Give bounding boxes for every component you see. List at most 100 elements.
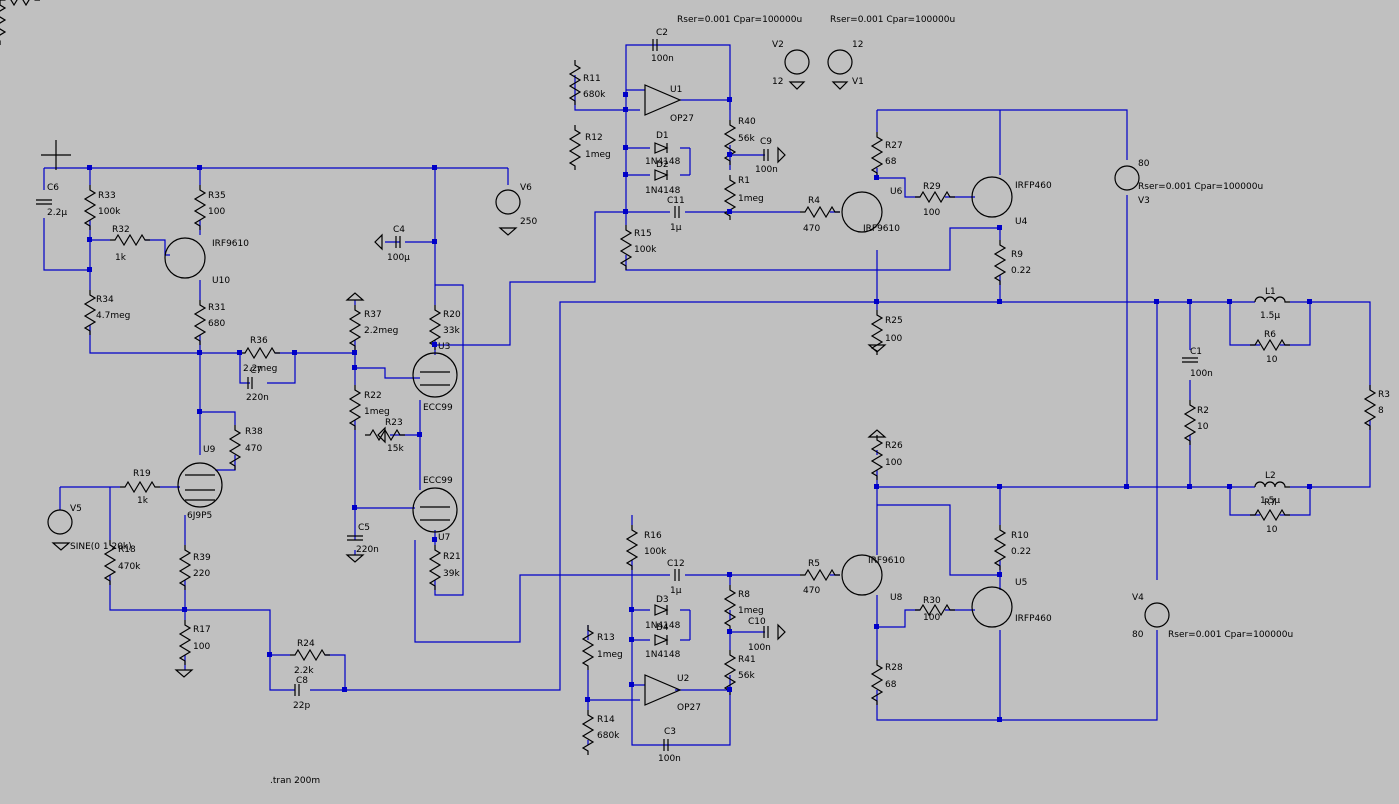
label-R11: R11 <box>583 74 601 84</box>
value-C7: 220n <box>246 393 269 403</box>
value-V4: 80 <box>1132 630 1144 640</box>
label-R34: R34 <box>96 295 114 305</box>
label-R10: R10 <box>1011 531 1029 541</box>
label-L1: L1 <box>1265 287 1276 297</box>
value-D3: 1N4148 <box>645 621 681 631</box>
label-R14: R14 <box>597 715 615 725</box>
label-R13: R13 <box>597 633 615 643</box>
value-C10: 100n <box>748 643 771 653</box>
value-R5: 470 <box>803 586 820 596</box>
value-C4: 100µ <box>387 253 410 263</box>
label-R37: R37 <box>364 310 382 320</box>
label-R25: R25 <box>885 316 903 326</box>
label-R6: R6 <box>1264 330 1276 340</box>
label-R35: R35 <box>208 191 226 201</box>
label-U10: U10 <box>212 276 230 286</box>
label-R24: R24 <box>297 639 315 649</box>
label-R9: R9 <box>1011 250 1023 260</box>
value-R31: 680 <box>208 319 225 329</box>
rser-V4: Rser=0.001 Cpar=100000u <box>1168 630 1293 640</box>
label-C12: C12 <box>667 559 685 569</box>
label-IRFP460-a: IRFP460 <box>1015 181 1052 191</box>
label-IRF9610-a: IRF9610 <box>212 239 249 249</box>
label-R2: R2 <box>1197 406 1209 416</box>
label-C6: C6 <box>47 183 59 193</box>
label-D3: D3 <box>656 595 669 605</box>
label-R30: R30 <box>923 596 941 606</box>
rser-top-1: Rser=0.001 Cpar=100000u <box>677 15 802 25</box>
label-R15: R15 <box>634 229 652 239</box>
label-C5: C5 <box>358 523 370 533</box>
label-R29: R29 <box>923 182 941 192</box>
value-V6: 250 <box>520 217 537 227</box>
label-R5: R5 <box>808 559 820 569</box>
value-R14: 680k <box>597 731 620 741</box>
value-C5: 220n <box>356 545 379 555</box>
value-C8: 22p <box>293 701 310 711</box>
label-ECC99-b: ECC99 <box>423 476 453 486</box>
label-C1: C1 <box>1190 347 1202 357</box>
label-D4: D4 <box>656 623 669 633</box>
label-R36: R36 <box>250 336 268 346</box>
label-R8: R8 <box>738 590 750 600</box>
label-R38: R38 <box>245 427 263 437</box>
label-V6: V6 <box>520 183 532 193</box>
label-U7: U7 <box>438 533 450 543</box>
value-C9: 100n <box>755 165 778 175</box>
label-R1: R1 <box>738 176 750 186</box>
label-R41: R41 <box>738 655 756 665</box>
components <box>0 0 1376 756</box>
value-R17: 100 <box>193 642 210 652</box>
value-R12: 1meg <box>585 150 611 160</box>
junctions <box>87 92 1312 722</box>
label-R22: R22 <box>364 391 382 401</box>
label-V1: V1 <box>852 77 864 87</box>
value-D1: 1N4148 <box>645 157 681 167</box>
value-R21: 39k <box>443 569 460 579</box>
value-R24: 2.2k <box>294 666 314 676</box>
label-R33: R33 <box>98 191 116 201</box>
label-R26: R26 <box>885 441 903 451</box>
label-R4: R4 <box>808 196 820 206</box>
label-U9: U9 <box>203 445 216 455</box>
value-C12: 1µ <box>670 586 682 596</box>
label-R7: R7 <box>1264 498 1276 508</box>
label-L2: L2 <box>1265 471 1276 481</box>
value-R13: 1meg <box>597 650 623 660</box>
value-R39: 220 <box>193 569 210 579</box>
label-C11: C11 <box>667 196 685 206</box>
value-C6: 2.2µ <box>47 208 67 218</box>
label-U6: U6 <box>890 187 903 197</box>
label-R39: R39 <box>193 553 211 563</box>
value-R19: 1k <box>137 496 149 506</box>
label-U5: U5 <box>1015 578 1027 588</box>
value-C1: 100n <box>1190 369 1213 379</box>
label-IRFP460-b: IRFP460 <box>1015 614 1052 624</box>
value-R2: 10 <box>1197 422 1209 432</box>
value-R4: 470 <box>803 224 820 234</box>
label-R12: R12 <box>585 133 603 143</box>
label-R20: R20 <box>443 310 461 320</box>
rser-top-2: Rser=0.001 Cpar=100000u <box>830 15 955 25</box>
value-C11: 1µ <box>670 223 682 233</box>
value-R35: 100 <box>208 207 225 217</box>
value-R33: 100k <box>98 207 121 217</box>
value-R34: 4.7meg <box>96 311 130 321</box>
value-L2: 1.5µ <box>1260 496 1280 506</box>
value-R27: 68 <box>885 157 897 167</box>
label-R40: R40 <box>738 117 756 127</box>
label-R27: R27 <box>885 141 903 151</box>
value-V5: SINE(0 1 20k) <box>70 542 132 552</box>
value-R8: 1meg <box>738 606 764 616</box>
value-R38: 470 <box>245 444 262 454</box>
value-R9: 0.22 <box>1011 266 1031 276</box>
label-D1: D1 <box>656 131 669 141</box>
value-D4: 1N4148 <box>645 650 681 660</box>
label-R21: R21 <box>443 552 461 562</box>
value-R22: 1meg <box>364 407 390 417</box>
value-R32: 1k <box>115 253 127 263</box>
value-R37: 2.2meg <box>364 326 398 336</box>
label-C8: C8 <box>296 676 308 686</box>
label-U2: U2 <box>677 674 689 684</box>
